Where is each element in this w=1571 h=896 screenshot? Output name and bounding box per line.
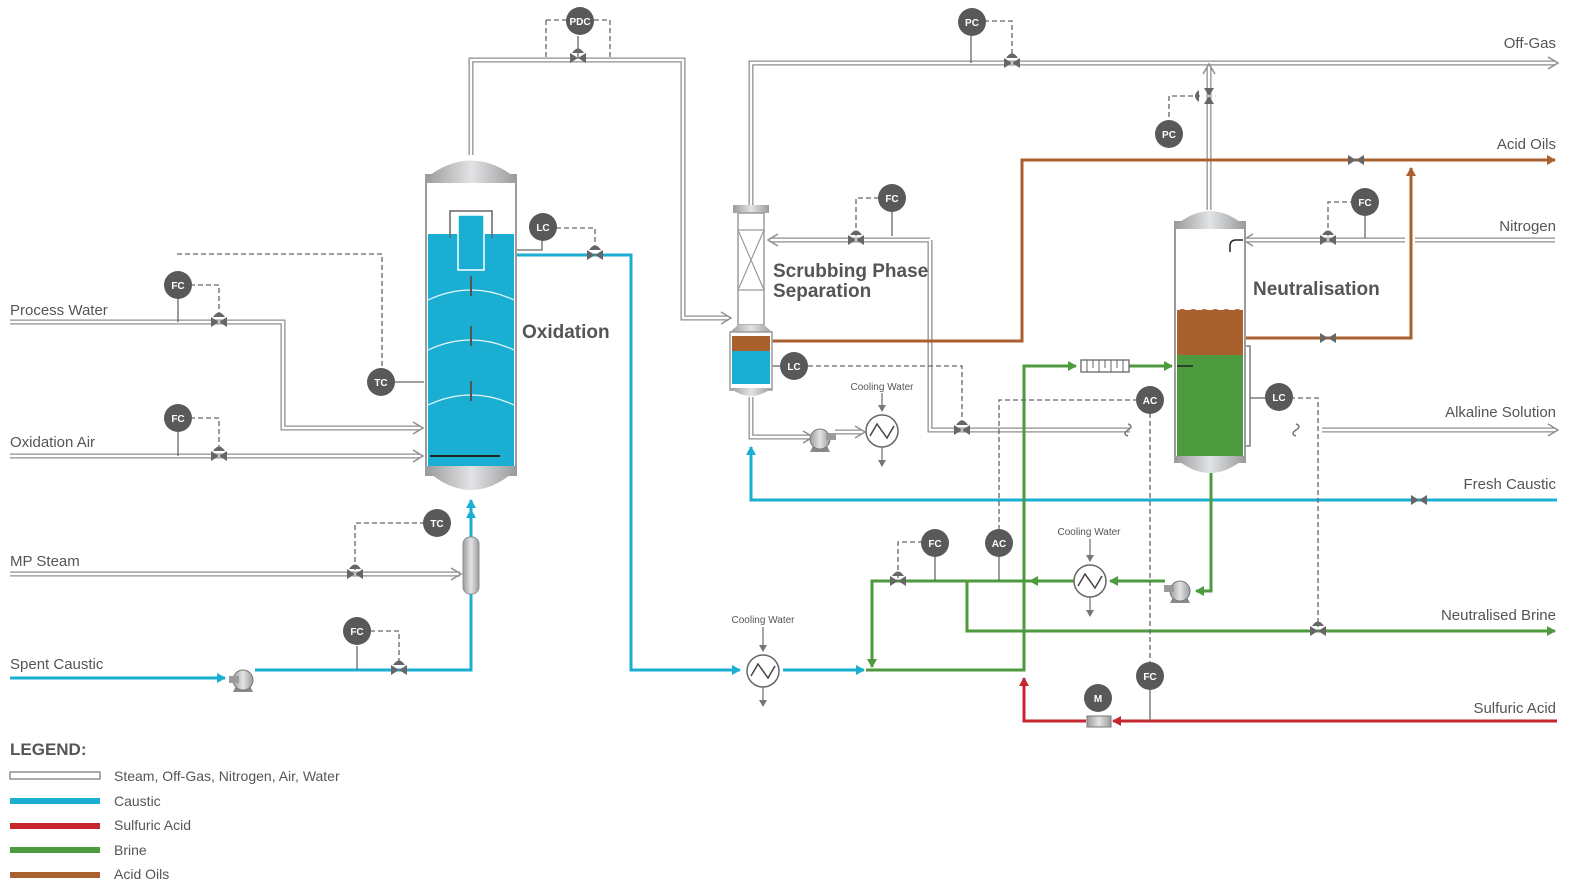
pdc-instrument: PDC — [566, 7, 594, 35]
signal-lines — [177, 19, 1352, 665]
svg-text:PC: PC — [965, 18, 979, 29]
svg-text:FC: FC — [171, 281, 184, 292]
instruments: PDC PC PC FC FC LC FC TC LC AC LC FC TC … — [164, 7, 1379, 712]
svg-text:PC: PC — [1162, 130, 1176, 141]
fc-instrument-sulfuric: FC — [1136, 662, 1164, 690]
valves — [211, 53, 1427, 675]
fc-instrument-nitrogen: FC — [1351, 188, 1379, 216]
stream-oxidation-air: Oxidation Air — [10, 434, 95, 451]
stream-acid-oils: Acid Oils — [1497, 136, 1556, 153]
svg-text:LC: LC — [1272, 393, 1285, 404]
svg-text:FC: FC — [1143, 672, 1156, 683]
steam-heater — [462, 536, 480, 595]
legend-item-acid-oils: Acid Oils — [10, 866, 169, 882]
brine-pump — [1164, 580, 1191, 603]
heat-exchanger-3 — [1073, 539, 1107, 617]
legend-label-brine: Brine — [114, 842, 147, 858]
valve-actuators — [213, 48, 1334, 665]
neutralisation-label: Neutralisation — [1253, 279, 1380, 300]
oxidation-label: Oxidation — [522, 322, 610, 343]
lc-instrument-scrubber: LC — [780, 352, 808, 380]
pc-instrument-offgas: PC — [958, 8, 986, 36]
tc-instrument-steam: TC — [423, 509, 451, 537]
legend-label-caustic: Caustic — [114, 793, 161, 809]
lc-instrument-oxidation: LC — [529, 213, 557, 241]
oxidation-column — [425, 160, 517, 490]
stream-off-gas: Off-Gas — [1504, 35, 1556, 52]
stream-process-water: Process Water — [10, 302, 108, 319]
legend-label-utility: Steam, Off-Gas, Nitrogen, Air, Water — [114, 768, 340, 784]
stream-alkaline-solution: Alkaline Solution — [1445, 404, 1556, 421]
legend-item-sulfuric: Sulfuric Acid — [10, 817, 191, 833]
scrubber-pump — [809, 428, 836, 452]
svg-text:FC: FC — [171, 414, 184, 425]
svg-text:M: M — [1094, 694, 1102, 705]
heat-exchanger-1 — [865, 393, 899, 467]
stream-spent-caustic: Spent Caustic — [10, 656, 104, 673]
scrubbing-label-line1: Scrubbing Phase — [773, 261, 928, 282]
stream-neutralised-brine: Neutralised Brine — [1441, 607, 1556, 624]
svg-text:FC: FC — [885, 194, 898, 205]
heat-exchanger-2 — [746, 627, 780, 707]
fc-instrument-process-water: FC — [164, 271, 192, 299]
fc-instrument-scrubber: FC — [878, 184, 906, 212]
neutralisation-vessel — [1174, 211, 1246, 473]
cooling-water-label-3: Cooling Water — [1058, 527, 1122, 538]
metering-pump — [1086, 715, 1112, 728]
tc-instrument-oxidation: TC — [367, 368, 395, 396]
svg-text:PDC: PDC — [569, 17, 590, 28]
lc-instrument-neutralisation: LC — [1265, 383, 1293, 411]
svg-text:AC: AC — [992, 539, 1006, 550]
legend-label-acid-oils: Acid Oils — [114, 866, 169, 882]
legend-item-brine: Brine — [10, 842, 147, 858]
svg-text:FC: FC — [928, 539, 941, 550]
utility-lines — [10, 56, 1560, 581]
scrubbing-column — [729, 205, 773, 396]
svg-text:FC: FC — [350, 627, 363, 638]
fc-instrument-spent-caustic: FC — [343, 617, 371, 645]
acid-oil-lines — [771, 155, 1556, 343]
legend: LEGEND: Steam, Off-Gas, Nitrogen, Air, W… — [9, 740, 340, 882]
fc-instrument-brine: FC — [921, 529, 949, 557]
svg-text:TC: TC — [430, 519, 443, 530]
pc-instrument-neutralisation: PC — [1155, 120, 1183, 148]
cooling-water-label-1: Cooling Water — [851, 382, 915, 393]
scrubbing-label-line2: Separation — [773, 281, 871, 302]
svg-text:TC: TC — [374, 378, 387, 389]
legend-label-sulfuric: Sulfuric Acid — [114, 817, 191, 833]
svg-text:LC: LC — [787, 362, 800, 373]
motor-instrument: M — [1084, 684, 1112, 712]
brine-lines — [866, 361, 1556, 672]
stream-sulfuric-acid: Sulfuric Acid — [1473, 700, 1556, 717]
ac-instrument-brine: AC — [985, 529, 1013, 557]
legend-title: LEGEND: — [10, 740, 87, 759]
stream-fresh-caustic: Fresh Caustic — [1463, 476, 1556, 493]
svg-text:AC: AC — [1143, 396, 1157, 407]
static-mixer — [1080, 359, 1130, 373]
svg-text:LC: LC — [536, 223, 549, 234]
sulfuric-lines — [1019, 677, 1557, 726]
ac-instrument-neutralisation: AC — [1136, 386, 1164, 414]
spent-caustic-pump — [229, 669, 254, 692]
legend-item-utility: Steam, Off-Gas, Nitrogen, Air, Water — [9, 768, 340, 784]
stream-nitrogen: Nitrogen — [1499, 218, 1556, 235]
cooling-water-label-2: Cooling Water — [732, 615, 796, 626]
stream-mp-steam: MP Steam — [10, 553, 80, 570]
legend-item-caustic: Caustic — [10, 793, 161, 809]
fc-instrument-oxidation-air: FC — [164, 404, 192, 432]
svg-text:FC: FC — [1358, 198, 1371, 209]
